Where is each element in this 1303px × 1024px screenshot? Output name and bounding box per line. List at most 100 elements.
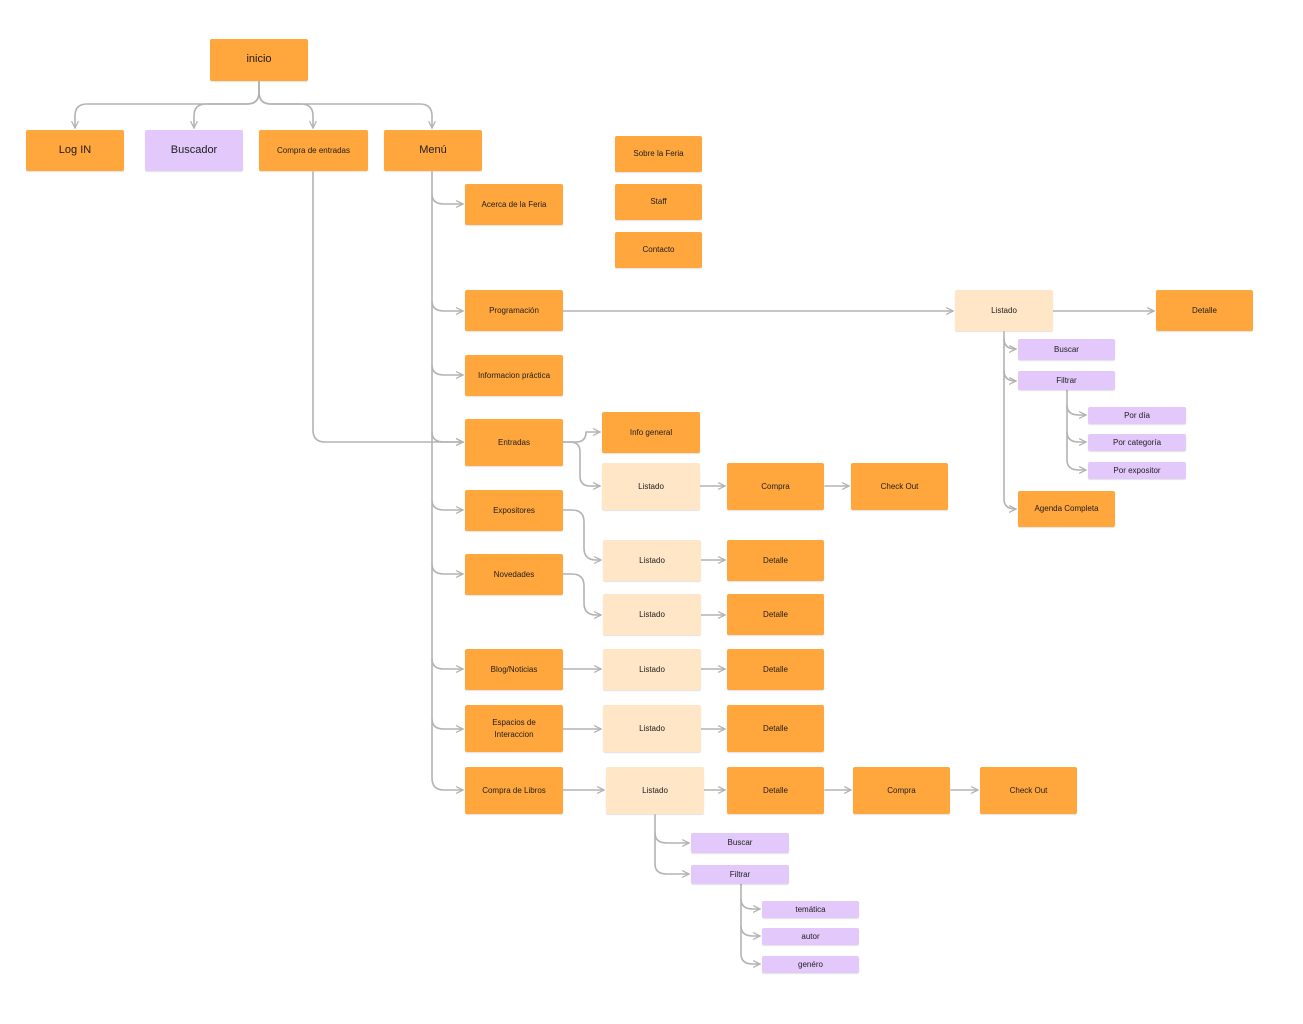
link-lib-filtrar-trunk <box>740 883 761 968</box>
link-lib-buscar <box>654 832 690 847</box>
node-nov-listado-label: Listado <box>639 609 665 619</box>
link-filtrar-dia <box>1066 404 1087 419</box>
link-menu-info-practica <box>431 364 464 379</box>
node-genero-label: genéro <box>798 959 823 969</box>
node-compra-entradas-label: Compra de entradas <box>277 145 350 155</box>
node-acerca-feria-label: Acerca de la Feria <box>481 199 547 209</box>
link-menu-acerca <box>431 193 464 208</box>
node-agenda-completa: Agenda Completa <box>1018 491 1115 527</box>
link-entradas-info-general <box>562 428 601 443</box>
node-compra-libros-label: Compra de Libros <box>482 785 546 795</box>
node-ent-listado: Listado <box>602 463 700 510</box>
link-prog-buscar <box>1003 338 1017 353</box>
node-esp-detalle: Detalle <box>727 705 824 752</box>
link-menu-espacios <box>431 718 464 733</box>
link-menu-entradas <box>431 431 464 446</box>
link-lib-filtrar-tematica <box>740 898 761 913</box>
node-lib-filtrar-label: Filtrar <box>729 869 751 879</box>
node-prog-detalle-label: Detalle <box>1192 305 1217 315</box>
node-lib-listado: Listado <box>606 767 704 814</box>
node-lib-compra: Compra <box>853 767 950 814</box>
node-buscador: Buscador <box>145 130 243 171</box>
node-entradas-label: Entradas <box>497 437 531 447</box>
link-inicio-menu <box>258 81 436 129</box>
node-novedades-label: Novedades <box>493 569 535 579</box>
node-buscador-label: Buscador <box>170 143 218 156</box>
node-info-general-label: Info general <box>629 427 673 437</box>
node-ent-listado-label: Listado <box>638 481 664 491</box>
node-tematica-label: temática <box>795 904 826 914</box>
node-info-practica-label: Informacion práctica <box>477 370 551 380</box>
node-staff-label: Staff <box>650 197 667 207</box>
node-log-in-label: Log IN <box>58 143 92 156</box>
node-autor: autor <box>762 928 859 945</box>
node-blog-listado-label: Listado <box>639 664 665 674</box>
node-tematica: temática <box>762 901 859 918</box>
node-autor-label: autor <box>801 931 820 941</box>
node-inicio: inicio <box>210 39 308 81</box>
node-blog-detalle: Detalle <box>727 649 824 690</box>
link-entradas-listado <box>562 441 601 490</box>
node-blog-noticias: Blog/Noticias <box>465 649 563 690</box>
link-filtrar-categoria <box>1066 431 1087 446</box>
node-lib-detalle: Detalle <box>727 767 824 814</box>
node-ent-checkout-label: Check Out <box>880 481 919 491</box>
node-por-expositor: Por expositor <box>1088 462 1186 479</box>
node-programacion: Programación <box>465 290 563 331</box>
node-prog-filtrar-label: Filtrar <box>1056 375 1077 385</box>
node-exp-detalle: Detalle <box>727 540 824 581</box>
node-lib-buscar: Buscar <box>691 833 789 853</box>
link-menu-expositores <box>431 499 464 514</box>
node-lib-detalle-label: Detalle <box>763 785 788 795</box>
node-por-categoria: Por categoría <box>1088 434 1186 451</box>
node-menu-label: Menú <box>419 143 447 156</box>
node-lib-filtrar: Filtrar <box>691 865 789 884</box>
link-menu-programacion <box>431 300 464 315</box>
node-lib-checkout-label: Check Out <box>1009 785 1048 795</box>
node-staff: Staff <box>615 184 702 220</box>
node-prog-buscar: Buscar <box>1018 339 1115 360</box>
node-esp-listado-label: Listado <box>639 723 665 733</box>
node-exp-detalle-label: Detalle <box>763 555 788 565</box>
node-novedades: Novedades <box>465 554 563 595</box>
node-por-dia-label: Por día <box>1124 410 1150 420</box>
node-por-dia: Por día <box>1088 407 1186 424</box>
link-inicio-compra-entradas <box>258 81 317 129</box>
link-prog-filtrar <box>1003 370 1017 385</box>
node-menu: Menú <box>384 130 482 171</box>
link-lib-trunk <box>654 814 690 878</box>
node-expositores-label: Expositores <box>493 505 535 515</box>
node-log-in: Log IN <box>26 130 124 171</box>
node-info-practica: Informacion práctica <box>465 355 563 396</box>
link-novedades-listado <box>562 573 602 619</box>
node-sobre-feria: Sobre la Feria <box>615 136 702 172</box>
node-inicio-label: inicio <box>246 53 272 66</box>
node-sobre-feria-label: Sobre la Feria <box>633 149 684 159</box>
node-prog-listado-label: Listado <box>991 305 1017 315</box>
node-expositores: Expositores <box>465 490 563 531</box>
node-nov-listado: Listado <box>603 594 701 635</box>
node-blog-noticias-label: Blog/Noticias <box>490 664 538 674</box>
link-expositores-listado <box>562 509 602 564</box>
node-por-expositor-label: Por expositor <box>1113 465 1161 475</box>
node-esp-detalle-label: Detalle <box>763 723 788 733</box>
node-compra-libros: Compra de Libros <box>465 767 563 814</box>
node-entradas: Entradas <box>465 419 563 466</box>
node-blog-detalle-label: Detalle <box>763 664 788 674</box>
node-prog-listado: Listado <box>955 290 1053 331</box>
link-filtrar-trunk <box>1066 389 1087 474</box>
node-genero: genéro <box>762 956 859 973</box>
node-prog-detalle: Detalle <box>1156 290 1253 331</box>
node-acerca-feria: Acerca de la Feria <box>465 184 563 225</box>
node-ent-checkout: Check Out <box>851 463 948 510</box>
node-ent-compra-label: Compra <box>761 481 790 491</box>
node-nov-detalle: Detalle <box>727 594 824 635</box>
node-exp-listado-label: Listado <box>639 555 665 565</box>
node-contacto: Contacto <box>615 232 702 268</box>
node-compra-entradas: Compra de entradas <box>259 130 368 171</box>
node-contacto-label: Contacto <box>642 245 675 255</box>
node-lib-listado-label: Listado <box>642 785 668 795</box>
node-info-general: Info general <box>602 412 700 453</box>
